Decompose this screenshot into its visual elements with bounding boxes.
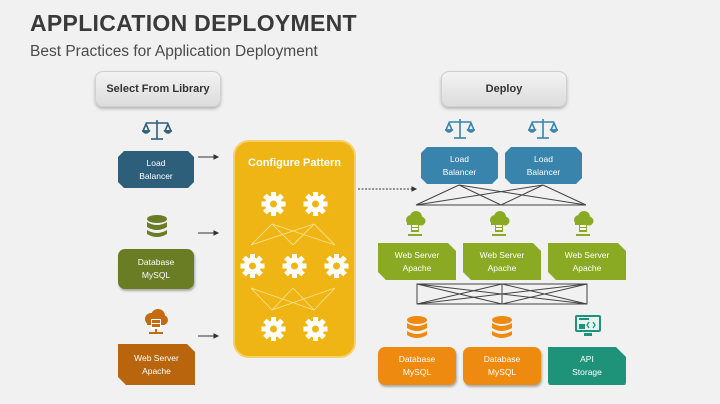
gear-icon — [303, 317, 328, 341]
node-label: Database — [483, 354, 521, 364]
database-icon — [407, 316, 427, 338]
gear-icon — [261, 317, 286, 341]
cloud-server-icon — [406, 211, 426, 236]
gear-icon — [282, 254, 307, 278]
node-label: MySQL — [141, 270, 171, 280]
node-label: MySQL — [487, 367, 517, 377]
page-title: APPLICATION DEPLOYMENT — [30, 10, 357, 36]
cloud-server-icon — [145, 309, 168, 334]
node-label: Web Server — [134, 352, 179, 363]
configure-pattern-panel: Configure Pattern — [233, 140, 356, 358]
node-label: Apache — [572, 262, 602, 273]
page-subtitle: Best Practices for Application Deploymen… — [30, 43, 318, 60]
node-label: Apache — [142, 365, 171, 376]
node-label: Apache — [487, 262, 517, 273]
arrow-head — [213, 154, 220, 160]
monitor-code-icon — [575, 315, 601, 336]
gear-icon — [240, 254, 265, 278]
configure-pattern-title: Configure Pattern — [248, 157, 341, 169]
gear-icon — [261, 192, 286, 216]
node-label: Balancer — [526, 166, 561, 177]
node-label: Database — [398, 354, 436, 364]
configure-pattern-lines — [250, 223, 336, 311]
node-label: Web Server — [394, 249, 440, 260]
balance-scale-icon — [528, 119, 558, 139]
database-icon — [147, 215, 167, 237]
balance-scale-icon — [142, 120, 172, 140]
web-server-mesh — [416, 283, 588, 305]
node-label: Balancer — [139, 170, 173, 181]
node-label: Storage — [572, 367, 602, 377]
arrow-head — [213, 230, 220, 236]
node-label: Database — [137, 257, 175, 267]
cloud-server-icon — [574, 211, 594, 236]
deploy-button[interactable]: Deploy — [441, 71, 567, 107]
gear-icon — [303, 192, 328, 216]
node-label: API — [580, 354, 594, 364]
select-from-library-button[interactable]: Select From Library — [95, 71, 221, 107]
balance-scale-icon — [445, 119, 475, 139]
database-icon — [492, 316, 512, 338]
node-label: Balancer — [442, 166, 477, 177]
cloud-server-icon — [490, 211, 510, 236]
node-label: Load — [534, 153, 553, 164]
arrow-head — [213, 333, 220, 339]
node-label: Apache — [402, 262, 432, 273]
arrow-head — [411, 186, 418, 192]
node-label: MySQL — [402, 367, 432, 377]
node-label: Load — [146, 157, 166, 168]
gear-icon — [324, 254, 349, 278]
node-label: Load — [450, 153, 469, 164]
api-storage-node[interactable]: API Storage — [548, 347, 626, 385]
node-label: Web Server — [564, 249, 610, 260]
node-label: Web Server — [479, 249, 525, 260]
load-balancer-mesh — [415, 184, 587, 206]
